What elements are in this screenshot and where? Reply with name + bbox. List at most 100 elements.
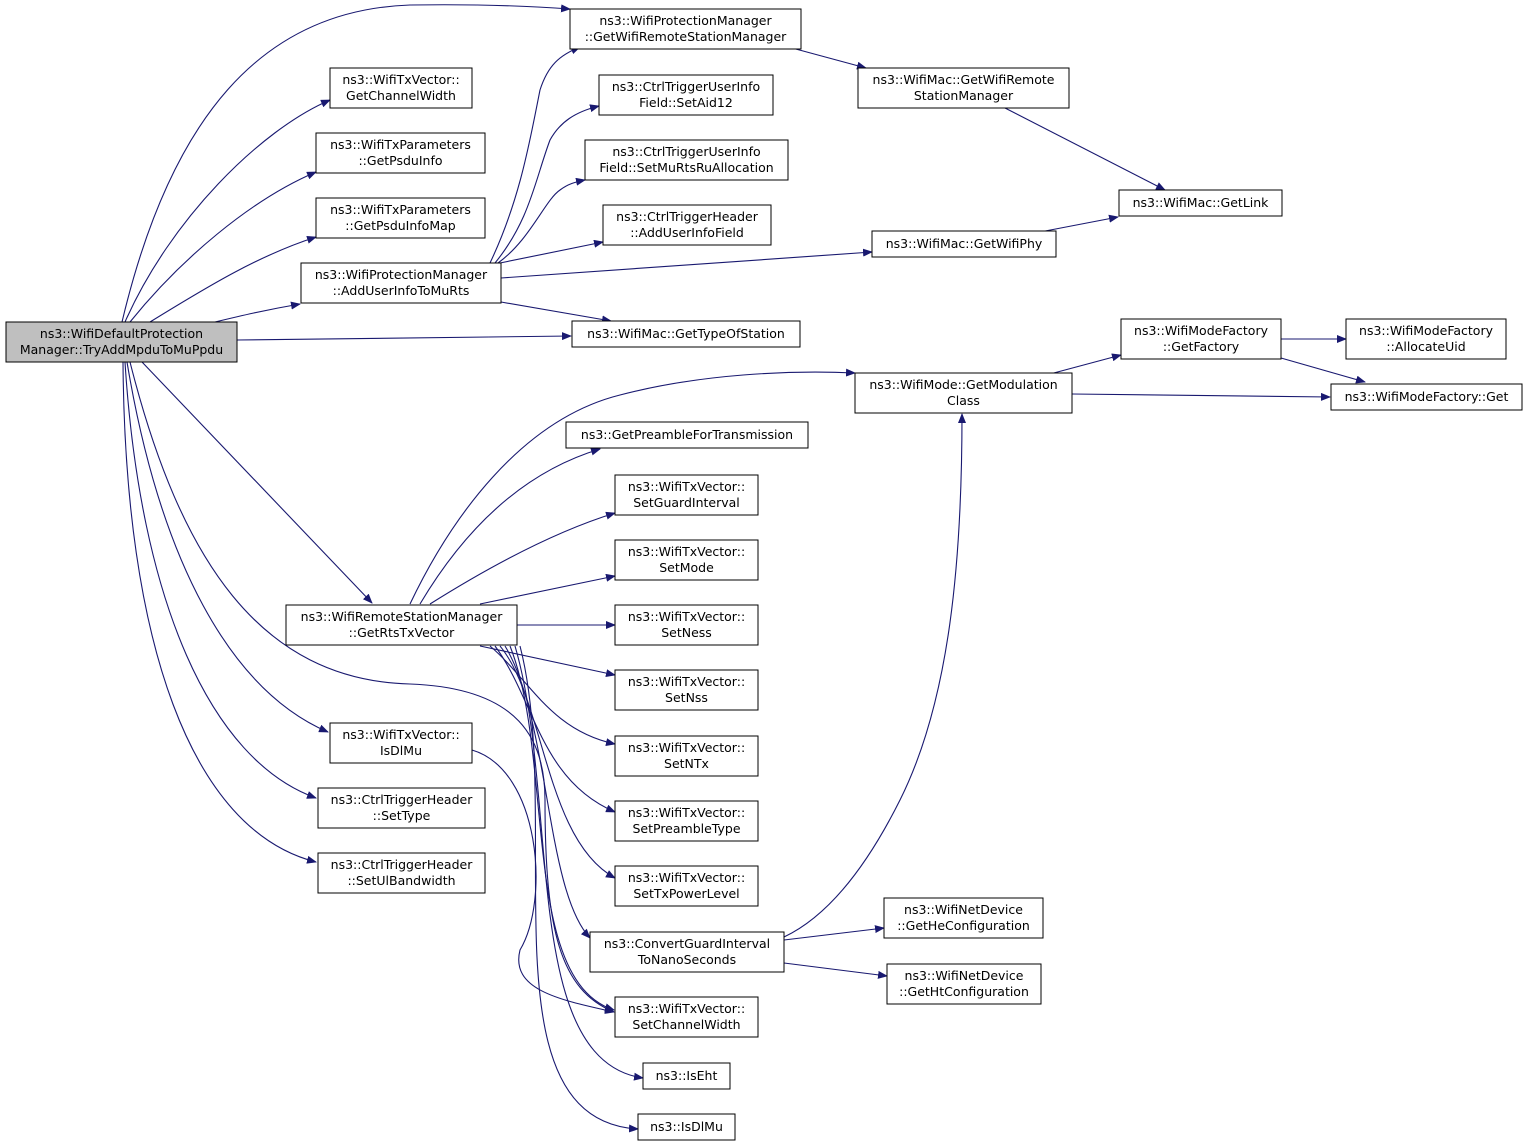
node-get-type-of-station[interactable]: ns3::WifiMac::GetTypeOfStation [571,320,801,348]
node-get-wifi-phy[interactable]: ns3::WifiMac::GetWifiPhy [871,230,1057,258]
node-label-line-2: SetMode [659,560,714,575]
node-label-line-1: ns3::WifiTxVector:: [628,609,745,624]
node-allocate-uid[interactable]: ns3::WifiModeFactory ::AllocateUid [1345,318,1507,360]
node-set-preamble-type[interactable]: ns3::WifiTxVector:: SetPreambleType [614,800,759,842]
node-get-wifi-remote-station-manager-mac[interactable]: ns3::WifiMac::GetWifiRemote StationManag… [857,67,1070,109]
edge-get-rts-tx-vector-to-get-modulation-class [409,368,856,605]
node-set-channel-width[interactable]: ns3::WifiTxVector:: SetChannelWidth [614,996,759,1038]
edge-get-rts-tx-vector-to-set-guard-interval [429,511,616,605]
edge-get-rts-tx-vector-to-is-eht [514,645,644,1081]
node-set-ul-bandwidth[interactable]: ns3::CtrlTriggerHeader ::SetUlBandwidth [317,852,486,894]
edge-add-user-info-to-set-aid12 [494,104,600,264]
node-label-line-1: ns3::WifiTxVector:: [628,544,745,559]
edge-add-user-info-to-set-mu-rts-ru-allocation [497,177,586,264]
node-label-line-2: SetPreambleType [632,821,740,836]
edge-get-modulation-class-to-get-factory [1049,353,1122,375]
node-label-line-1: ns3::ConvertGuardInterval [604,936,770,951]
node-label-line-1: ns3::CtrlTriggerHeader [616,209,759,224]
node-get-psdu-info-map[interactable]: ns3::WifiTxParameters ::GetPsduInfoMap [315,197,486,239]
node-label-line-1: ns3::WifiModeFactory::Get [1345,389,1509,404]
node-label-line-2: GetChannelWidth [346,88,456,103]
edge-get-rts-tx-vector-to-set-ntx [489,645,616,747]
node-label-line-1: ns3::WifiNetDevice [905,968,1024,983]
node-label-line-1: ns3::CtrlTriggerHeader [331,792,474,807]
edge-root-to-get-psdu-info-map [149,235,317,323]
node-label-line-2: ::AddUserInfoToMuRts [333,283,470,298]
edge-convert-guard-interval-to-get-modulation-class [783,413,966,938]
node-label-line-1: ns3::CtrlTriggerUserInfo [612,144,760,159]
call-edges [121,4,1366,1133]
node-get-preamble-for-transmission[interactable]: ns3::GetPreambleForTransmission [565,421,809,449]
node-label-line-1: ns3::WifiModeFactory [1134,323,1269,338]
node-add-user-info-to-mu-rts[interactable]: ns3::WifiProtectionManager ::AddUserInfo… [300,262,502,304]
edge-get-wifi-remote-station-manager-mac-to-get-link [1004,107,1166,191]
node-add-user-info-field[interactable]: ns3::CtrlTriggerHeader ::AddUserInfoFiel… [602,204,772,246]
edge-add-user-info-to-get-type-of-station [500,301,612,324]
node-set-aid12[interactable]: ns3::CtrlTriggerUserInfo Field::SetAid12 [598,74,774,116]
node-label-line-2: ::GetPsduInfo [358,153,442,168]
node-label-line-1: ns3::WifiTxVector:: [342,72,459,87]
edge-get-rts-tx-vector-to-set-tx-power-level [499,645,616,879]
node-label-line-2: ::AddUserInfoField [630,225,744,240]
node-label-line-2: Class [947,393,980,408]
node-get-channel-width[interactable]: ns3::WifiTxVector:: GetChannelWidth [329,67,473,109]
node-set-ntx[interactable]: ns3::WifiTxVector:: SetNTx [614,735,759,777]
node-label-line-1: ns3::WifiTxVector:: [628,674,745,689]
edge-root-to-get-wifi-remote-station-manager-pm [121,4,571,323]
node-set-mu-rts-ru-allocation[interactable]: ns3::CtrlTriggerUserInfo Field::SetMuRts… [584,139,789,181]
node-label-line-1: ns3::IsDlMu [650,1119,723,1134]
node-label-line-2: ::GetHeConfiguration [897,918,1030,933]
node-label-line-1: ns3::WifiMac::GetLink [1133,195,1270,210]
edge-convert-guard-interval-to-get-ht-configuration [783,962,888,979]
node-label-line-2: StationManager [914,88,1014,103]
edge-root-to-get-rts-tx-vector [141,361,373,604]
node-set-guard-interval[interactable]: ns3::WifiTxVector:: SetGuardInterval [614,474,759,516]
node-get-factory[interactable]: ns3::WifiModeFactory ::GetFactory [1120,318,1282,360]
node-get-link[interactable]: ns3::WifiMac::GetLink [1118,189,1283,217]
node-label-line-2: ::GetFactory [1163,339,1240,354]
node-label-line-2: IsDlMu [380,743,422,758]
edge-get-factory-to-mode-factory-get [1280,357,1366,384]
node-get-wifi-remote-station-manager-pm[interactable]: ns3::WifiProtectionManager ::GetWifiRemo… [569,8,802,50]
node-set-nss[interactable]: ns3::WifiTxVector:: SetNss [614,669,759,711]
node-set-tx-power-level[interactable]: ns3::WifiTxVector:: SetTxPowerLevel [614,865,759,907]
node-try-add-mpdu-to-mu-ppdu[interactable]: ns3::WifiDefaultProtection Manager::TryA… [5,321,238,363]
node-set-mode[interactable]: ns3::WifiTxVector:: SetMode [614,539,759,581]
node-label-line-2: Field::SetAid12 [639,95,733,110]
node-get-modulation-class[interactable]: ns3::WifiMode::GetModulation Class [854,372,1073,414]
edge-get-rts-tx-vector-to-get-preamble [419,447,601,605]
node-convert-guard-interval-to-nanoseconds[interactable]: ns3::ConvertGuardInterval ToNanoSeconds [589,931,785,973]
node-label-line-1: ns3::WifiTxVector:: [628,740,745,755]
edge-root-to-add-user-info-to-mu-rts [214,301,301,323]
node-label-line-2: ::SetType [373,808,431,823]
node-label-line-2: SetNTx [664,756,709,771]
node-label-line-2: ::SetUlBandwidth [347,873,455,888]
edge-get-rts-tx-vector-to-is-dl-mu [519,645,639,1133]
node-is-dl-mu-vector[interactable]: ns3::WifiTxVector:: IsDlMu [329,722,473,764]
edge-get-wifi-remote-station-manager-pm-to-mac [791,47,867,70]
node-label-line-2: ::AllocateUid [1386,339,1465,354]
edge-get-rts-tx-vector-to-set-nss [479,645,616,678]
node-get-ht-configuration[interactable]: ns3::WifiNetDevice ::GetHtConfiguration [886,963,1042,1005]
node-wifi-mode-factory-get[interactable]: ns3::WifiModeFactory::Get [1330,383,1523,411]
edge-root-to-get-channel-width [124,99,331,323]
node-set-type[interactable]: ns3::CtrlTriggerHeader ::SetType [317,787,486,829]
node-label-line-1: ns3::GetPreambleForTransmission [581,427,793,442]
edge-root-to-get-psdu-info [129,171,317,323]
node-is-dl-mu[interactable]: ns3::IsDlMu [637,1113,736,1141]
node-label-line-1: ns3::WifiProtectionManager [315,267,488,282]
node-label-line-2: SetNess [661,625,712,640]
node-get-psdu-info[interactable]: ns3::WifiTxParameters ::GetPsduInfo [315,132,486,174]
node-set-ness[interactable]: ns3::WifiTxVector:: SetNess [614,604,759,646]
edge-root-to-is-dl-mu-vector [126,361,329,733]
node-label-line-1: ns3::WifiMode::GetModulation [869,377,1057,392]
node-label-line-1: ns3::CtrlTriggerHeader [331,857,474,872]
node-get-rts-tx-vector[interactable]: ns3::WifiRemoteStationManager ::GetRtsTx… [285,604,518,646]
node-get-he-configuration[interactable]: ns3::WifiNetDevice ::GetHeConfiguration [883,897,1044,939]
node-label-line-1: ns3::WifiMac::GetTypeOfStation [587,326,785,341]
node-label-line-1: ns3::WifiTxVector:: [628,1001,745,1016]
edge-add-user-info-to-get-wifi-remote-station-manager-pm [489,46,581,264]
node-is-eht[interactable]: ns3::IsEht [642,1062,731,1090]
node-label-line-1: ns3::WifiDefaultProtection [40,326,203,341]
node-label-line-2: ::GetWifiRemoteStationManager [585,29,787,44]
